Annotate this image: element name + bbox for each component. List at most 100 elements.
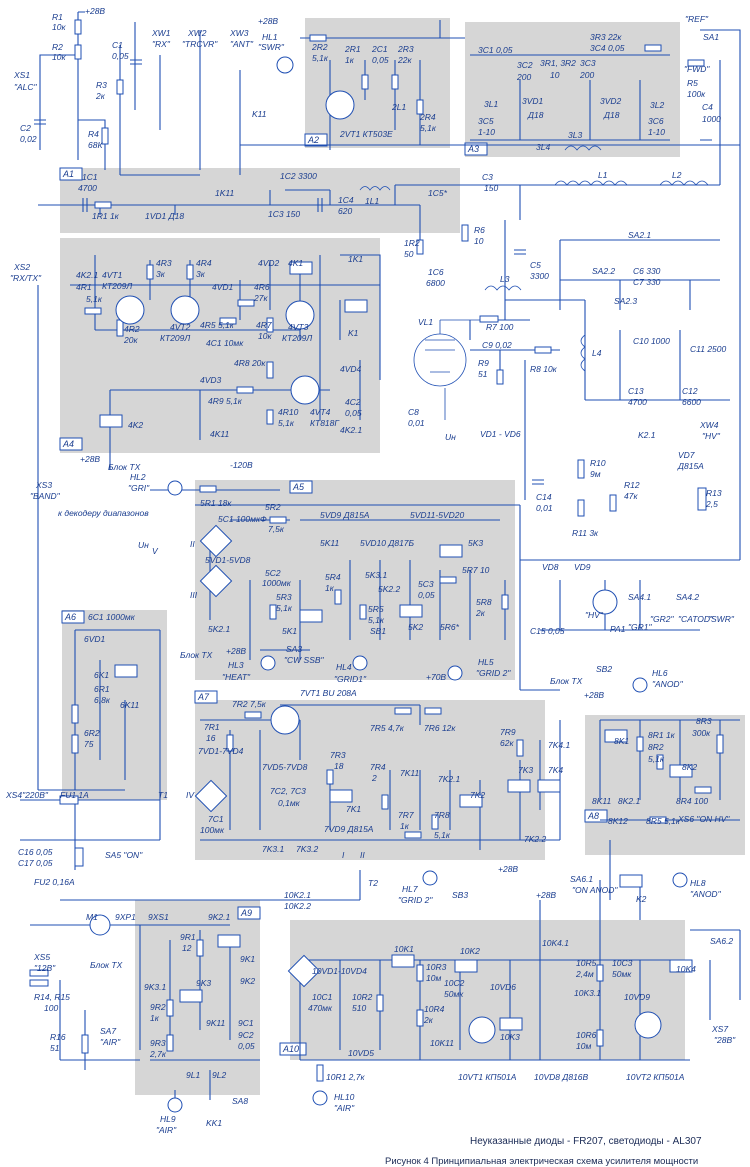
component-label: PA1 [610,624,626,634]
component-label: 5,1к [434,830,451,840]
component-label: R12 [624,480,640,490]
coil-l3 [484,285,522,291]
component-label: C15 0,05 [530,626,565,636]
component-label: 10VT1 КП501А [458,1072,517,1082]
component-label: SB3 [452,890,468,900]
component-label: VD7 [678,450,695,460]
component-label: C4 [702,102,713,112]
component-label: 7K2 [470,790,485,800]
component-label: 4R2 [124,324,140,334]
component-label: 7R1 [204,722,220,732]
footer-note: Неуказанные диоды - FR207, светодиоды - … [470,1136,702,1147]
component-label: 5VD10 Д817Б [360,538,415,548]
component-label: 9K1 [240,954,255,964]
resistor-r14 [29,969,49,977]
resistor-8r5 [649,816,667,824]
component-label: 6R2 [84,728,100,738]
component-labels: R1 10к R2 10к +28В XS1 "ALC" C1 0,05 R3 … [5,6,736,1135]
component-label: III [190,590,198,600]
component-label: 200 [516,72,531,82]
resistor-4r9 [236,386,254,394]
resistor-5r2 [269,516,287,524]
relay-5k2 [399,604,423,618]
component-label: 5K3.1 [365,570,387,580]
component-label: 4R7 [256,320,272,330]
component-label: 4R3 [156,258,172,268]
component-label: FU1 1А [60,790,89,800]
component-label: 5K2.1 [208,624,230,634]
component-label: L1 [598,170,608,180]
resistor-10r3 [416,964,424,982]
component-label: 9K3 [196,978,211,988]
component-label: "FWD" [684,64,710,74]
component-label: 7K4 [548,765,563,775]
component-label: 5C1 100мкФ [218,514,267,524]
relay-10k3 [499,1017,523,1031]
component-label: 7R8 [434,810,450,820]
component-label: T1 [158,790,168,800]
component-label: Блок TX [180,650,213,660]
label: 0,05 [112,51,129,61]
component-label: 6VD1 [84,634,106,644]
component-label: 7K3 [518,765,533,775]
led-hl1 [276,56,294,74]
component-label: XS6 "ON HV" [677,814,730,824]
component-label: 5R2 [265,502,281,512]
component-label: +28В [258,16,278,26]
relay-10k2 [454,959,478,973]
component-label: 4700 [78,183,97,193]
component-label: 5K11 [320,538,339,548]
block-tag-a10: A10 [282,1044,299,1054]
component-label: HL7 [402,884,418,894]
resistor-r2 [74,44,82,60]
component-label: HL9 [160,1114,176,1124]
component-label: 10к [258,331,272,341]
component-label: 3VD1 [522,96,544,106]
component-label: 4K11 [210,429,229,439]
block-a2 [305,18,450,148]
component-label: 3к [156,269,166,279]
block-tag-a8: A8 [587,811,599,821]
component-label: 9м [590,469,601,479]
component-label: 7R3 [330,750,346,760]
component-label: 4K2.1 [76,270,98,280]
component-label: "SWR" [708,614,735,624]
relay-5k1 [299,609,323,623]
component-label: R6 [474,225,485,235]
component-label: "HV" [585,610,604,620]
component-label: +28В [226,646,246,656]
led-hl10 [312,1090,328,1106]
component-label: 1C2 3300 [280,171,317,181]
component-label: 5,1к [278,418,295,428]
component-label: SB2 [596,664,612,674]
component-label: KK1 [206,1118,222,1128]
component-label: 10K3.1 [574,988,601,998]
component-label: 5,1к [420,123,437,133]
component-label: 8K11 [592,796,611,806]
resistor-8r2 [656,754,664,770]
block-a5 [195,480,515,680]
component-label: C13 [628,386,644,396]
component-label: II [190,539,195,549]
component-label: 9L1 [186,1070,200,1080]
component-label: 10K2.2 [284,901,311,911]
relay-10k4 [669,959,693,973]
relay-10k1 [391,954,415,968]
component-label: 100 [44,1003,58,1013]
label: R2 [52,42,63,52]
component-label: 2R1 [344,44,361,54]
component-label: K2.1 [638,430,656,440]
component-label: 7R9 [500,727,516,737]
components [29,19,724,1113]
component-label: FU2 0,16А [34,877,75,887]
component-label: C6 330 [633,266,661,276]
component-label: "HEAT" [222,672,251,682]
resistor-7r8 [431,814,439,830]
component-label: 10K4.1 [542,938,569,948]
component-label: R14, R15 [34,992,70,1002]
component-label: 5R6* [440,622,460,632]
component-label: 10R2 [352,992,373,1002]
component-label: 8R1 1к [648,730,676,740]
component-label: 6R1 [94,684,110,694]
component-label: 0,05 [418,590,435,600]
